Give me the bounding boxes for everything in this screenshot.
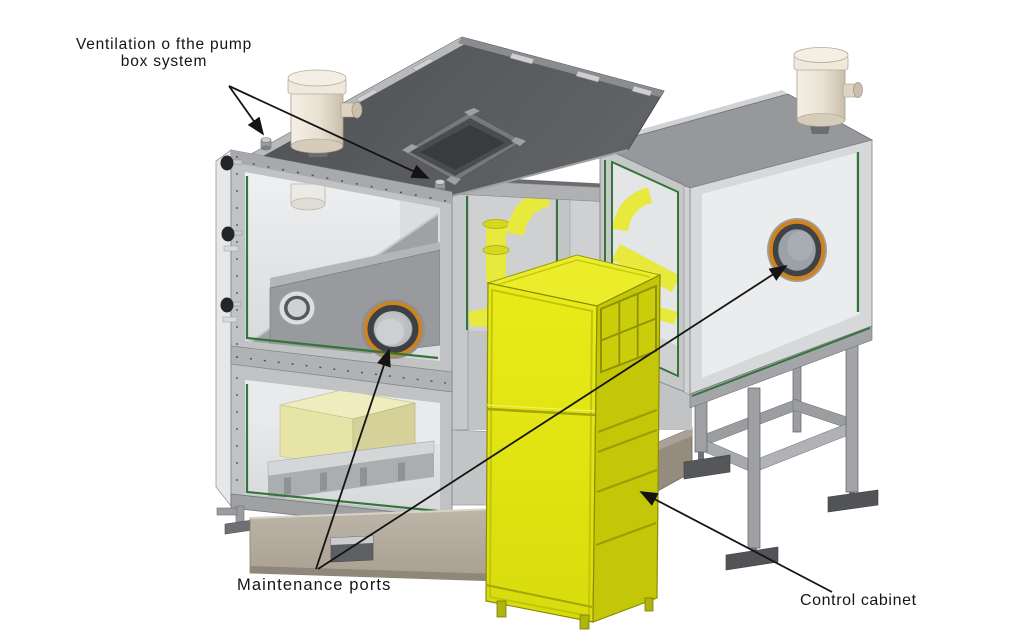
annotation-ventilation-line1: Ventilation o fthe pump [75,36,253,53]
cabinet-feet [496,597,654,630]
leveling-foot [224,519,254,535]
annotation-control-cabinet: Control cabinet [800,592,917,609]
base-pedestal-front [249,508,498,582]
knob [220,155,234,171]
maintenance-port-large [361,299,425,359]
annotation-arrows [228,85,833,593]
annotation-ventilation: Ventilation o fthe pump box system [58,36,270,70]
annotation-ventilation-line2: box system [120,53,208,70]
base-recess-slot [330,535,374,563]
door-knobs [220,155,243,323]
leveling-foot [683,454,731,480]
leveling-stem [698,452,704,464]
main-roof [244,36,665,197]
left-enclosure [215,149,453,535]
ventilation-fitting-left [260,137,272,151]
leveling-foot [827,489,879,513]
equipment-tray [267,440,435,500]
annotation-maintenance-ports: Maintenance ports [237,576,392,594]
leveling-foot [725,546,779,571]
lower-chamber-interior [245,380,440,500]
control-cabinet [485,254,662,630]
support-frame-table [683,333,879,571]
knob [221,226,235,242]
cabinet-side-seams [595,408,658,547]
arrow-maintenance-right-port [317,265,788,570]
vent-stack-right [793,47,863,134]
arrow-control-cabinet [639,491,833,593]
cabinet-front [485,282,598,623]
vent-stack-left [287,69,363,157]
arrow-maintenance-left-port [315,348,391,570]
maintenance-port-small [278,290,316,326]
roof-hatch [402,108,526,185]
knob [220,297,234,313]
arrow-ventilation-left [228,85,265,136]
arrow-ventilation-front [228,85,430,179]
